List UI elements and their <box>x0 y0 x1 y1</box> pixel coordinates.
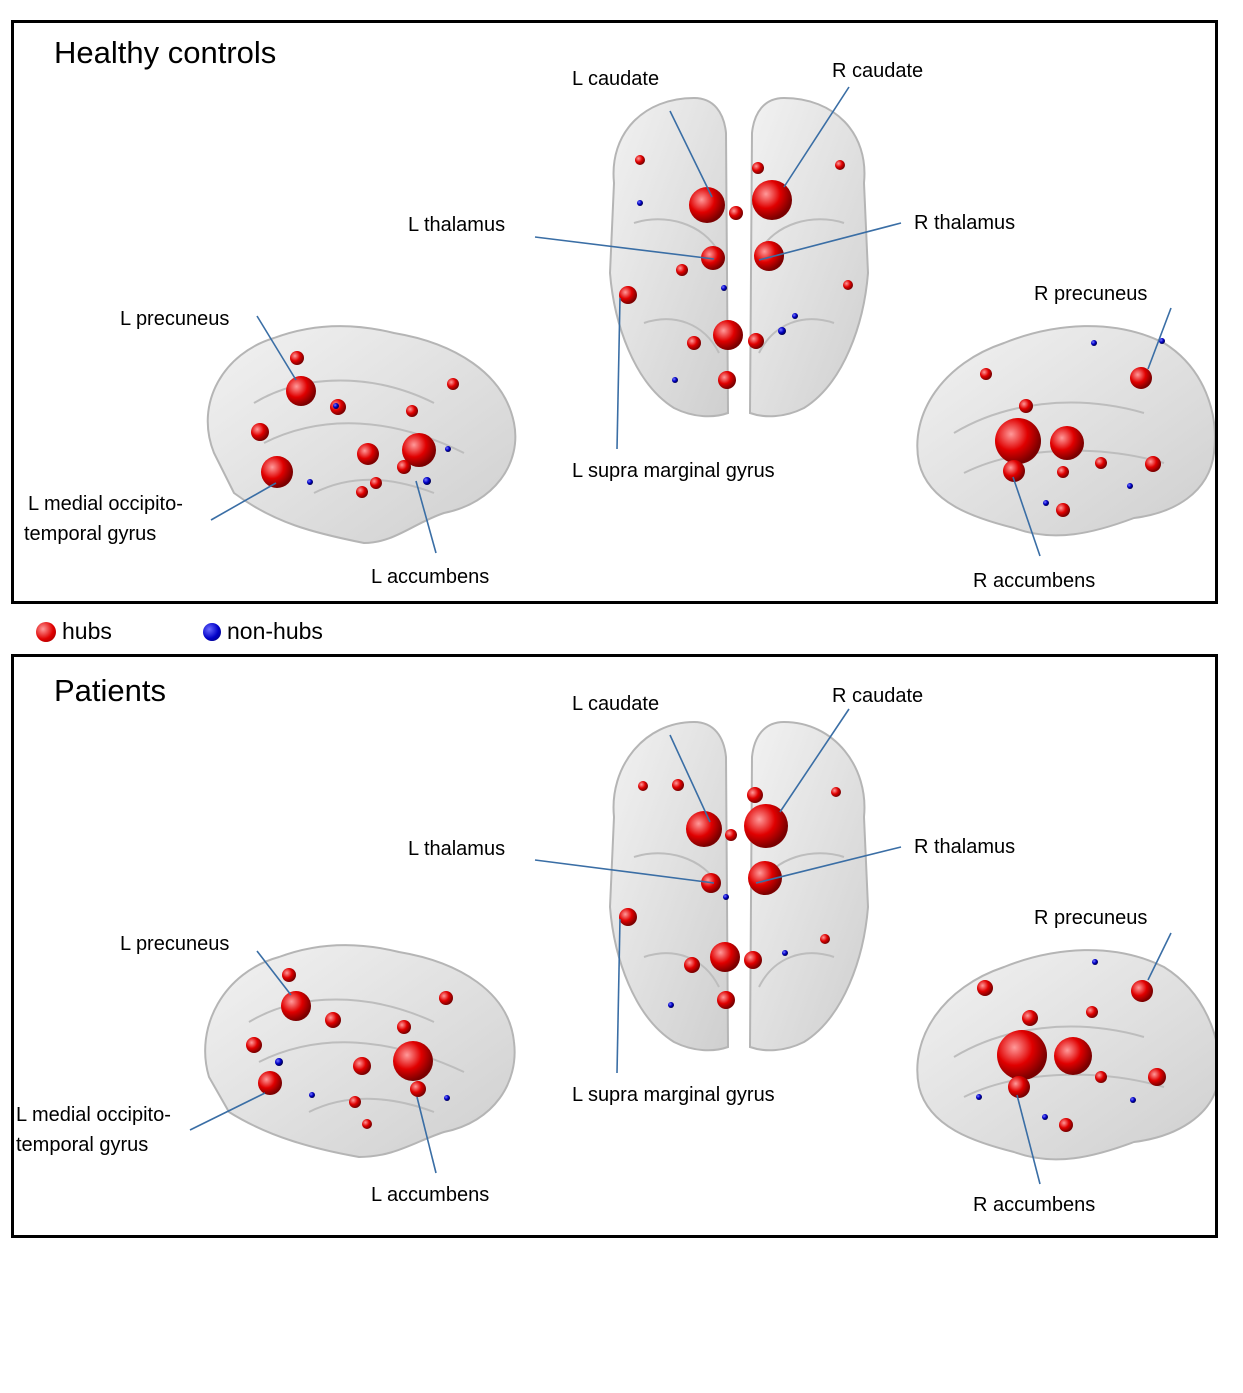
label-l-accumbens: L accumbens <box>371 566 490 588</box>
label-l-supramarginal: L supra marginal gyrus <box>572 1084 775 1106</box>
legend-non-hubs-label: non-hubs <box>227 618 323 644</box>
non-hub-nodes <box>275 894 1136 1120</box>
leader-lines <box>189 708 1172 1185</box>
hub-nodes <box>251 155 1161 517</box>
hub-ball-icon <box>36 621 56 642</box>
label-l-caudate: L caudate <box>572 693 660 715</box>
label-r-thalamus: R thalamus <box>914 212 1016 234</box>
brain-figure-healthy <box>206 86 1215 557</box>
non-hub-ball-icon <box>203 622 221 641</box>
label-l-precuneus: L precuneus <box>120 933 230 955</box>
label-r-precuneus: R precuneus <box>1034 283 1148 305</box>
label-l-supramarginal: L supra marginal gyrus <box>572 460 775 482</box>
label-l-thalamus: L thalamus <box>408 214 506 236</box>
label-r-thalamus: R thalamus <box>914 836 1016 858</box>
label-r-caudate: R caudate <box>832 685 924 707</box>
left-sagittal-brain <box>204 944 516 1159</box>
axial-brain <box>608 720 870 1052</box>
panel-title: Healthy controls <box>54 35 277 70</box>
panel-healthy-controls: Healthy controls L caudate R caudate L t… <box>11 20 1218 604</box>
label-l-occipito-2: temporal gyrus <box>16 1134 149 1156</box>
label-l-accumbens: L accumbens <box>371 1184 490 1206</box>
label-r-accumbens: R accumbens <box>973 570 1096 592</box>
label-l-occipito-2: temporal gyrus <box>24 523 157 545</box>
label-l-occipito-1: L medial occipito- <box>28 493 183 515</box>
non-hub-nodes <box>307 200 1165 506</box>
legend-hubs: hubs <box>36 618 112 645</box>
legend-non-hubs: non-hubs <box>203 618 323 645</box>
label-r-accumbens: R accumbens <box>973 1194 1096 1216</box>
label-l-caudate: L caudate <box>572 68 660 90</box>
axial-brain <box>608 96 870 418</box>
label-r-caudate: R caudate <box>832 60 924 82</box>
panel-title: Patients <box>54 673 167 708</box>
label-r-precuneus: R precuneus <box>1034 907 1148 929</box>
hub-nodes <box>246 779 1166 1132</box>
panel-patients: Patients L caudate R caudate L thalamus … <box>11 654 1218 1238</box>
legend-hubs-label: hubs <box>62 618 112 644</box>
brain-figure-patients <box>189 708 1215 1185</box>
label-l-thalamus: L thalamus <box>408 838 506 860</box>
leader-lines <box>210 86 1172 557</box>
label-l-occipito-1: L medial occipito- <box>16 1104 171 1126</box>
label-l-precuneus: L precuneus <box>120 308 230 330</box>
